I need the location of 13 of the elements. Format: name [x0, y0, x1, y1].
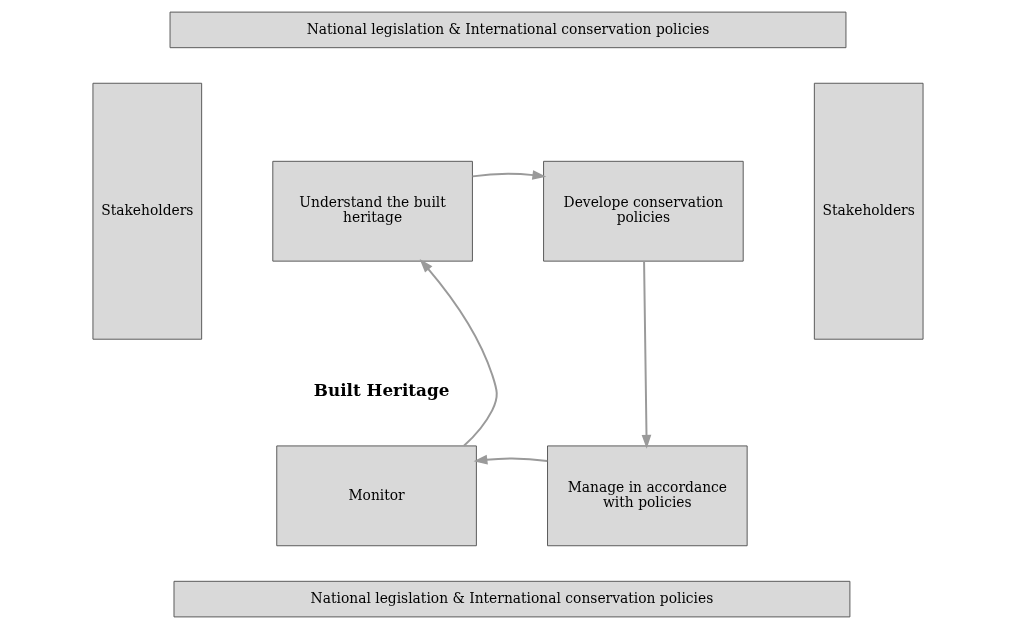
node-box: National legislation & International conservation policies — [169, 11, 847, 49]
node-box: Stakeholders — [813, 82, 924, 340]
label: Built Heritage — [313, 379, 450, 400]
node-box: Stakeholders — [92, 82, 203, 340]
node-box: National legislation & International conservation policies — [173, 580, 851, 618]
node-box: Manage in accordance with policies — [547, 445, 748, 547]
arrow — [471, 170, 547, 180]
arrow — [641, 260, 652, 449]
arrow — [419, 258, 498, 447]
node-box: Develope conservation policies — [543, 160, 744, 262]
arrow — [473, 454, 549, 465]
node-box: Monitor — [276, 445, 477, 547]
node-box: Understand the built heritage — [272, 160, 473, 262]
